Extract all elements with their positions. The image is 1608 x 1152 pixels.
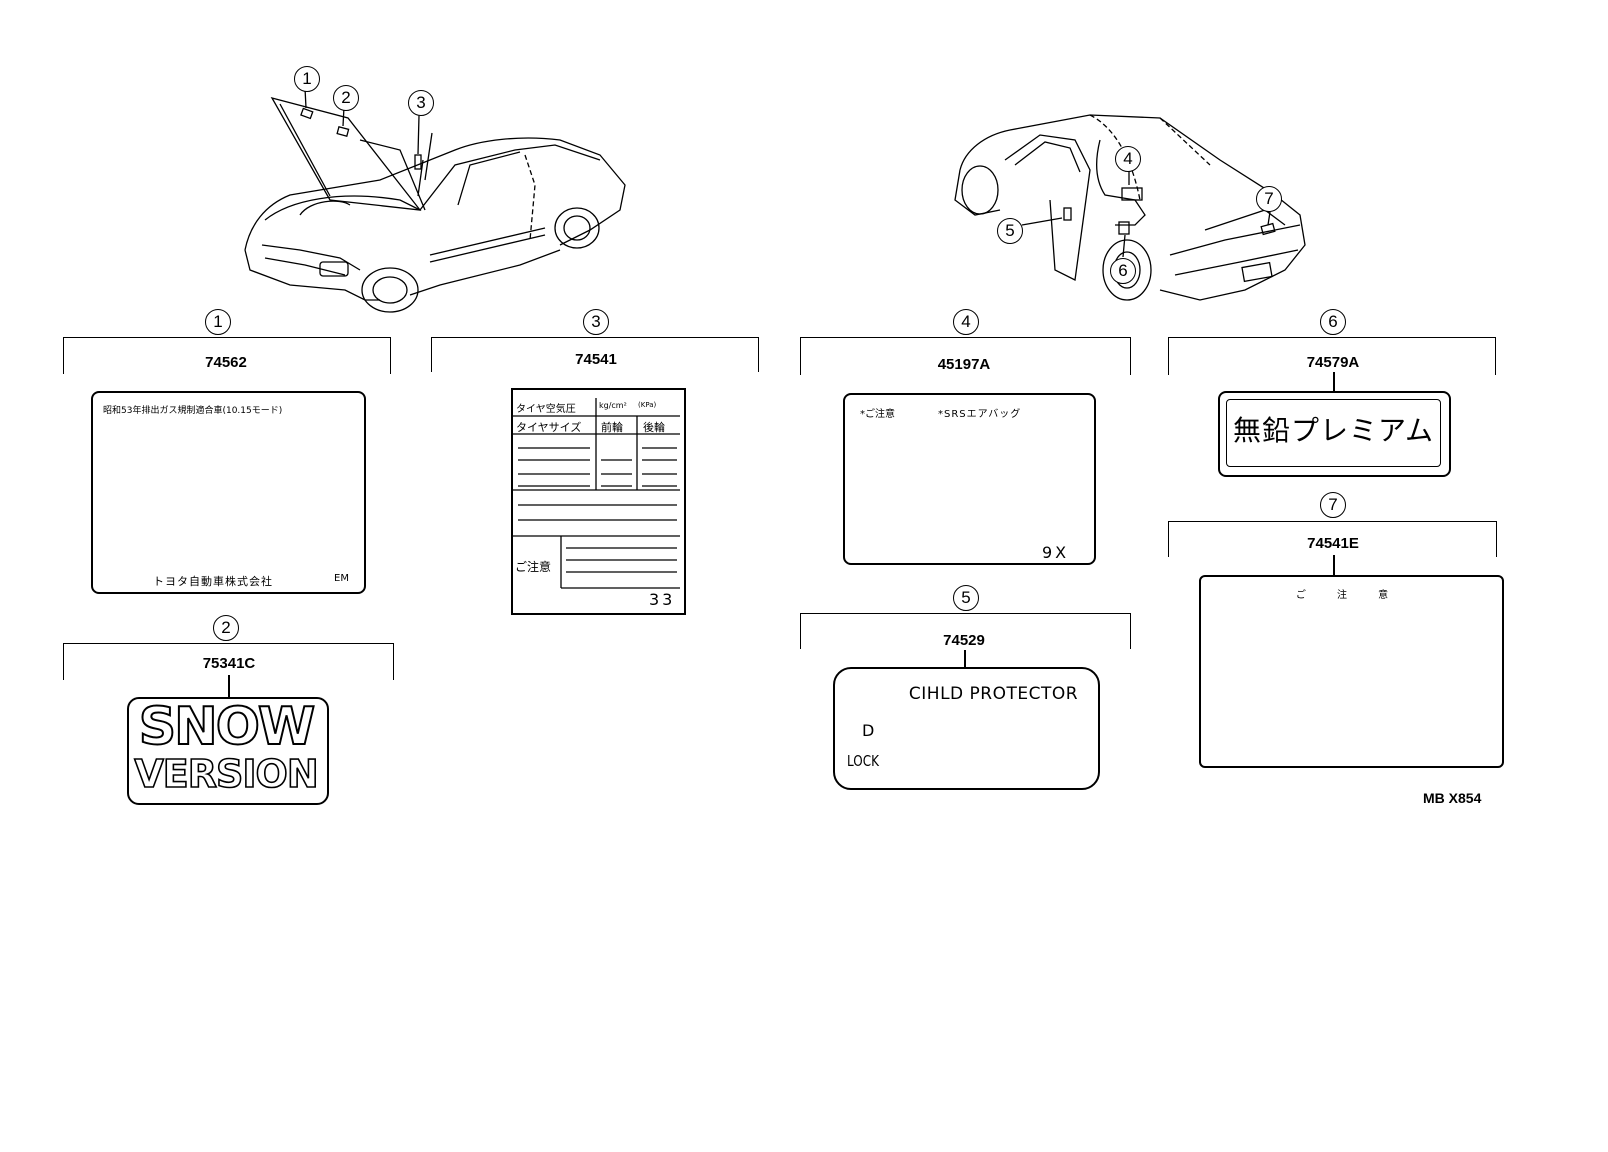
label-3-tire-pressure[interactable] [511, 388, 686, 615]
label-1-footer-text: トヨタ自動車株式会社 [153, 575, 273, 588]
part-4-number[interactable]: 45197A [914, 356, 1014, 373]
car-front-view-drawing [244, 87, 626, 313]
part-4-bracket [800, 337, 1131, 375]
label-1-header-text: 昭和53年排出ガス規制適合車(10.15モード) [103, 406, 283, 416]
part-5-leader [964, 650, 966, 668]
label-3-code: 33 [649, 590, 676, 609]
diagram-code: MB X854 [1423, 790, 1482, 806]
car-rear-view-drawing [954, 114, 1306, 301]
part-6-leader [1333, 372, 1335, 392]
part-6-bracket [1168, 337, 1496, 375]
label-3-col-c: 後輪 [643, 421, 665, 434]
part-1-callout: 1 [205, 309, 231, 335]
label-2-snow-version[interactable] [127, 697, 329, 805]
callout-4-on-car[interactable]: 4 [1115, 146, 1141, 172]
label-7-header: ご 注 意 [1295, 590, 1403, 601]
label-5-lock-label: LOCK [847, 752, 879, 770]
part-6-number[interactable]: 74579A [1283, 354, 1383, 371]
callout-5-on-car[interactable]: 5 [997, 218, 1023, 244]
label-5-title: CIHLD PROTECTOR [908, 684, 1079, 704]
label-2-line1: SNOW [138, 697, 317, 757]
part-3-bracket [431, 337, 759, 372]
part-2-leader [228, 675, 230, 697]
label-6-text: 無鉛プレミアム [1232, 414, 1435, 447]
part-5-callout: 5 [953, 585, 979, 611]
part-3-callout: 3 [583, 309, 609, 335]
label-6-unleaded-premium[interactable] [1218, 391, 1451, 477]
label-5-child-protector[interactable] [833, 667, 1100, 790]
part-7-callout: 7 [1320, 492, 1346, 518]
callout-1-on-car[interactable]: 1 [294, 66, 320, 92]
part-7-bracket [1168, 521, 1497, 557]
part-3-number[interactable]: 74541 [546, 351, 646, 368]
part-1-number[interactable]: 74562 [176, 354, 276, 371]
callout-6-on-car[interactable]: 6 [1110, 258, 1136, 284]
part-7-leader [1333, 555, 1335, 575]
callout-2-on-car[interactable]: 2 [333, 85, 359, 111]
label-4-title: *SRSエアバッグ [938, 409, 1022, 420]
part-6-callout: 6 [1320, 309, 1346, 335]
label-1-footer-code: EM [334, 573, 349, 584]
label-3-row1-unit-alt: (KPa) [638, 401, 657, 409]
callout-3-on-car[interactable]: 3 [408, 90, 434, 116]
part-7-number[interactable]: 74541E [1283, 535, 1383, 552]
label-3-col-b: 前輪 [601, 421, 623, 434]
part-1-bracket [63, 337, 391, 374]
part-5-bracket [800, 613, 1131, 649]
part-2-number[interactable]: 75341C [179, 655, 279, 672]
label-6-inner-frame [1226, 399, 1441, 467]
part-5-number[interactable]: 74529 [914, 632, 1014, 649]
label-3-row1-label: タイヤ空気圧 [516, 404, 576, 415]
label-5-lock-symbol: D [862, 721, 875, 740]
part-4-callout: 4 [953, 309, 979, 335]
part-2-bracket [63, 643, 394, 680]
label-1-emission[interactable] [91, 391, 366, 594]
part-2-callout: 2 [213, 615, 239, 641]
label-3-grid [513, 398, 680, 589]
label-3-col-a: タイヤサイズ [516, 421, 582, 434]
callout-7-on-car[interactable]: 7 [1256, 186, 1282, 212]
label-4-caution: *ご注意 [860, 409, 895, 420]
label-4-srs-airbag[interactable] [843, 393, 1096, 565]
label-3-row1-unit: kg/cm² [599, 401, 627, 410]
label-7-caution-chart[interactable] [1199, 575, 1504, 768]
label-3-caution: ご注意 [515, 560, 552, 574]
label-4-code: 9X [1042, 543, 1070, 562]
label-2-line2: VERSION [134, 751, 320, 797]
